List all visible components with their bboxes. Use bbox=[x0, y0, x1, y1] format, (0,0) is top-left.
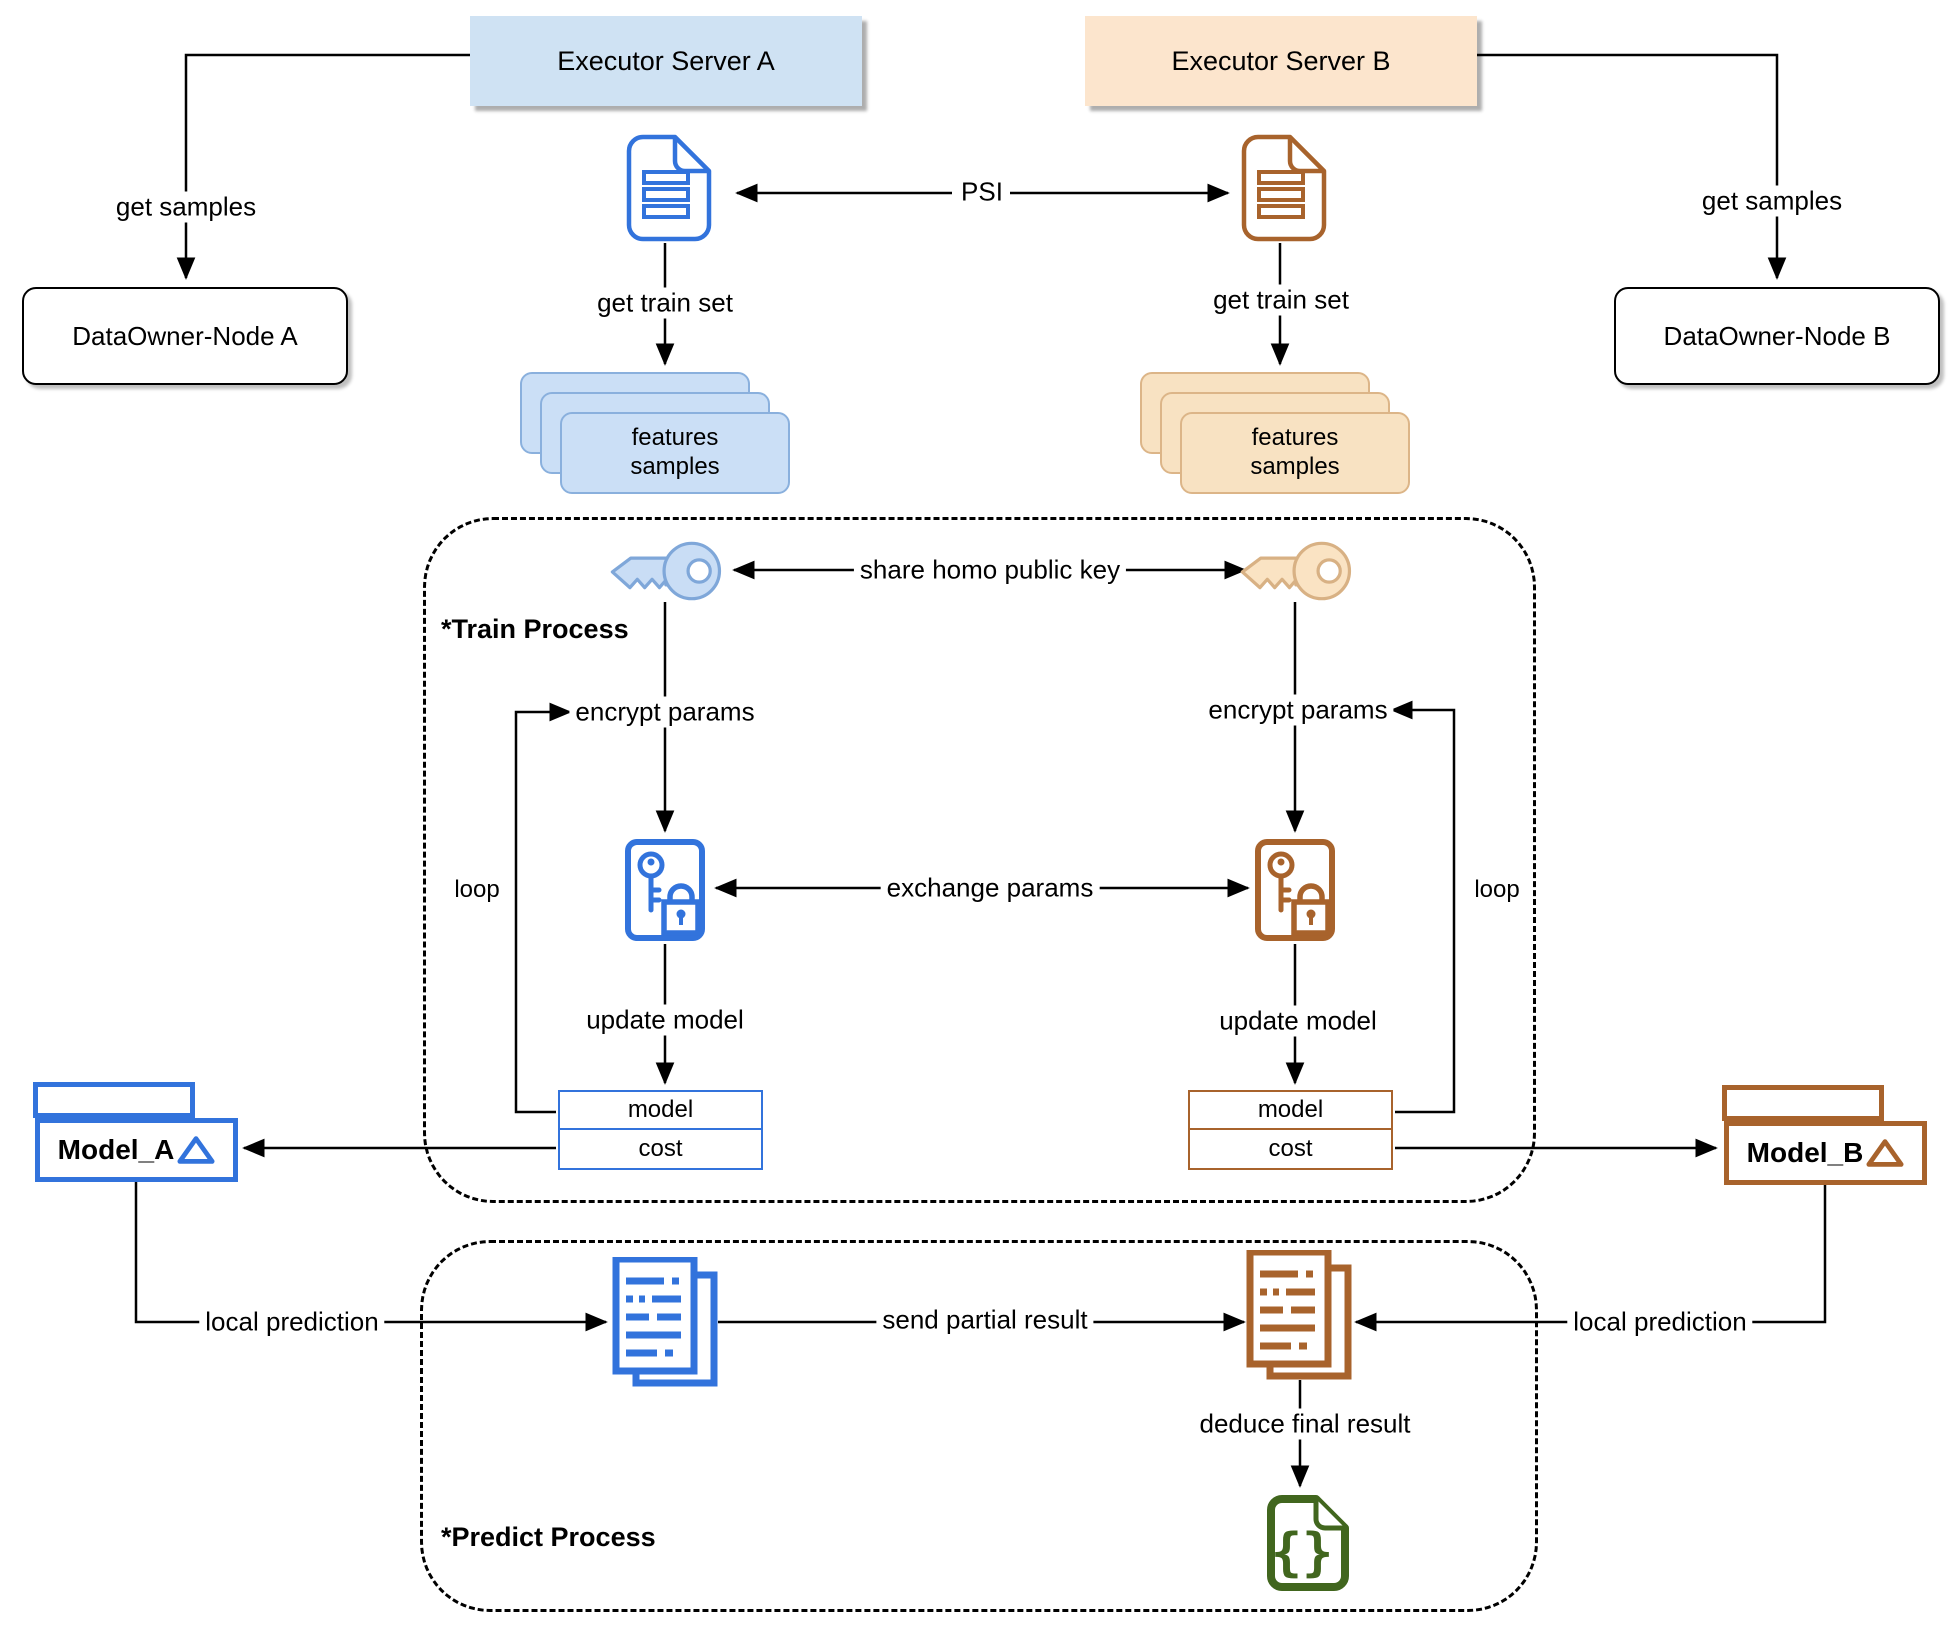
document-icon bbox=[626, 134, 712, 242]
key-icon bbox=[610, 541, 722, 601]
svg-text:{}: {} bbox=[1271, 1523, 1334, 1583]
cost-row: cost bbox=[638, 1135, 683, 1162]
train-process-container bbox=[423, 517, 1536, 1203]
model-cost-box-a: model cost bbox=[558, 1090, 763, 1170]
exchange-params-label: exchange params bbox=[880, 872, 1100, 904]
local-prediction-b-label: local prediction bbox=[1567, 1306, 1753, 1338]
features-samples-a: features samples bbox=[560, 412, 790, 494]
get-samples-a-label: get samples bbox=[109, 191, 263, 223]
encrypt-params-a-label: encrypt params bbox=[569, 696, 761, 728]
loop-b-label: loop bbox=[1468, 876, 1526, 904]
predict-process-label: *Predict Process bbox=[437, 1522, 660, 1553]
dataowner-node-b: DataOwner-Node B bbox=[1614, 287, 1940, 385]
arrow-exec-a-to-owner-a bbox=[176, 53, 470, 280]
dataowner-node-b-label: DataOwner-Node B bbox=[1663, 320, 1891, 351]
document-stack-icon bbox=[1246, 1250, 1352, 1380]
executor-server-a-label: Executor Server A bbox=[557, 45, 775, 76]
update-model-a-label: update model bbox=[580, 1004, 750, 1036]
model-a-label: Model_A bbox=[57, 1134, 175, 1165]
predict-process-container bbox=[420, 1240, 1538, 1612]
executor-server-a-node: Executor Server A bbox=[470, 16, 862, 106]
deduce-final-result-label: deduce final result bbox=[1193, 1408, 1417, 1440]
model-cost-box-b: model cost bbox=[1188, 1090, 1393, 1170]
key-icon bbox=[1240, 541, 1352, 601]
model-b-label: Model_B bbox=[1746, 1137, 1864, 1168]
key-lock-icon bbox=[625, 839, 705, 941]
document-icon bbox=[1241, 134, 1327, 242]
share-homo-public-key-label: share homo public key bbox=[853, 554, 1127, 586]
executor-server-b-node: Executor Server B bbox=[1085, 16, 1477, 106]
loop-a-label: loop bbox=[448, 876, 506, 904]
encrypt-params-b-label: encrypt params bbox=[1202, 694, 1394, 726]
document-stack-icon bbox=[612, 1257, 718, 1387]
model-row: model bbox=[560, 1092, 761, 1130]
features-label: features bbox=[1251, 424, 1339, 452]
dataowner-node-a: DataOwner-Node A bbox=[22, 287, 348, 385]
arrow-exec-b-to-owner-b bbox=[1477, 53, 1787, 280]
features-label: features bbox=[631, 424, 719, 452]
get-train-set-b-label: get train set bbox=[1207, 284, 1355, 316]
triangle-icon bbox=[1866, 1139, 1904, 1167]
get-samples-b-label: get samples bbox=[1695, 185, 1849, 217]
dataowner-node-a-label: DataOwner-Node A bbox=[72, 320, 298, 351]
send-partial-result-label: send partial result bbox=[876, 1304, 1094, 1336]
local-prediction-a-label: local prediction bbox=[199, 1306, 385, 1338]
features-samples-b: features samples bbox=[1180, 412, 1410, 494]
key-lock-icon bbox=[1255, 839, 1335, 941]
update-model-b-label: update model bbox=[1213, 1005, 1383, 1037]
triangle-icon bbox=[177, 1136, 215, 1164]
json-file-icon: {} bbox=[1267, 1495, 1349, 1591]
samples-label: samples bbox=[1250, 453, 1340, 480]
get-train-set-a-label: get train set bbox=[591, 287, 739, 319]
cost-row: cost bbox=[1268, 1135, 1313, 1162]
model-b-folder-tab bbox=[1722, 1085, 1884, 1121]
samples-label: samples bbox=[630, 453, 720, 480]
psi-label: PSI bbox=[955, 176, 1009, 208]
model-a-folder-tab bbox=[33, 1082, 195, 1118]
executor-server-b-label: Executor Server B bbox=[1171, 45, 1391, 76]
model-a-node: Model_A bbox=[35, 1118, 238, 1182]
model-b-node: Model_B bbox=[1724, 1121, 1927, 1185]
train-process-label: *Train Process bbox=[437, 614, 633, 645]
model-row: model bbox=[1190, 1092, 1391, 1130]
